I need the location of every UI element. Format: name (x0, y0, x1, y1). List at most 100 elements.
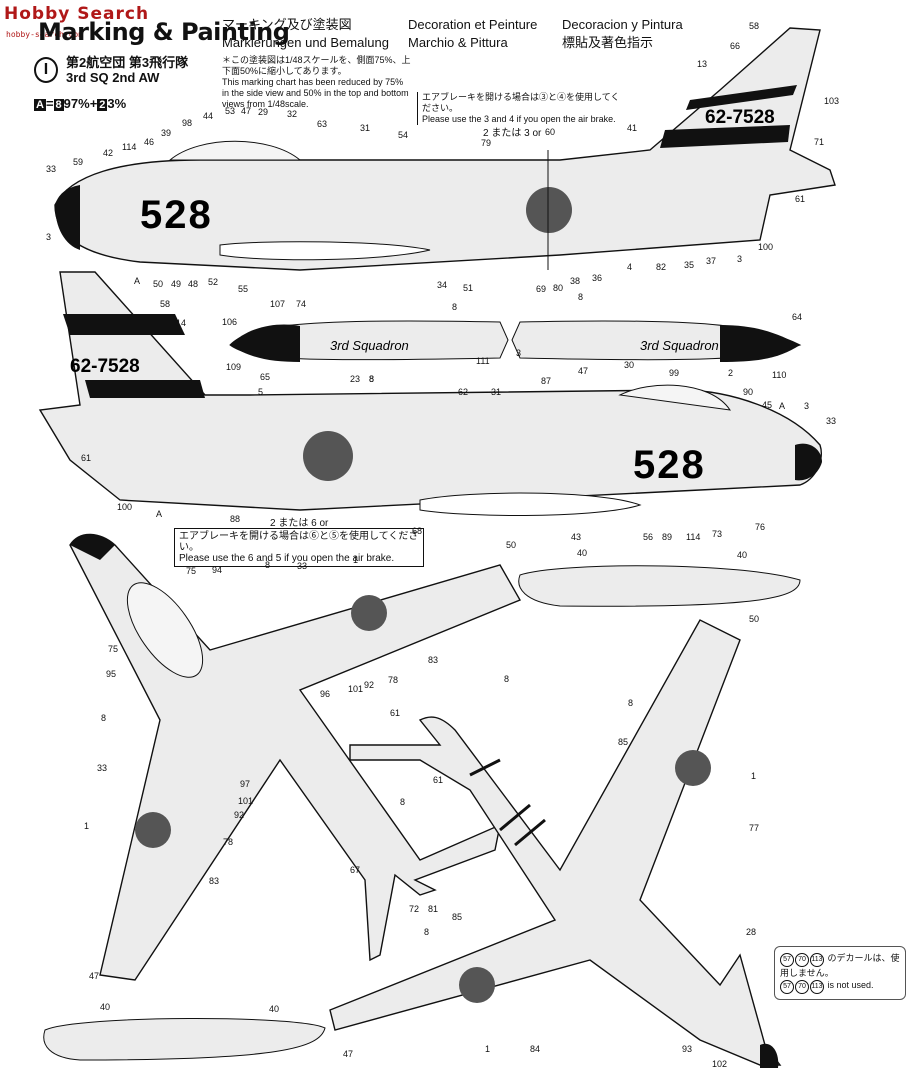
decal-callout-number: 33 (46, 164, 56, 174)
decal-callout-number: A (134, 276, 140, 286)
canopy (168, 140, 302, 161)
decal-callout-number: 45 (762, 400, 772, 410)
airbrake-note-top: エアブレーキを開ける場合は③と④を使用してください。 Please use th… (417, 92, 622, 125)
decal-callout-number: 47 (241, 106, 251, 116)
airbrake-top-choice: 2 または 3 or (483, 128, 542, 139)
decal-callout-number: 31 (491, 387, 501, 397)
decal-callout-number: 111 (476, 356, 490, 366)
decal-callout-number: 1 (751, 771, 756, 781)
page-title: Marking & Painting (38, 18, 290, 46)
decal-callout-number: 40 (577, 548, 587, 558)
header-lang-cn: 標貼及著色指示 (562, 35, 654, 50)
decal-callout-number: 3 (737, 254, 742, 264)
mix-color-a: A (34, 99, 46, 111)
decal-callout-number: 102 (712, 1059, 727, 1069)
airbrake-top-en: Please use the 3 and 4 if you open the a… (422, 114, 616, 124)
canopy-plan (126, 582, 204, 678)
drop-tank-plan-left (43, 1017, 326, 1061)
decal-callout-number: 110 (772, 370, 786, 380)
decal-callout-number: A (779, 401, 785, 411)
decal-callout-number: 61 (795, 194, 805, 204)
decal-callout-number: 50 (506, 540, 516, 550)
decal-callout-number: 2 (728, 368, 733, 378)
decal-callout-number: 47 (578, 366, 588, 376)
decal-callout-number: 29 (258, 107, 268, 117)
unused-code-70: 70 (795, 953, 809, 967)
squadron-script-right: 3rd Squadron (640, 338, 719, 353)
decal-callout-number: 107 (270, 299, 285, 309)
decal-callout-number: 8 (424, 927, 429, 937)
decal-callout-number: 5 (258, 387, 263, 397)
decal-callout-number: 37 (706, 256, 716, 266)
decal-callout-number: 33 (826, 416, 836, 426)
header-lang-it: Marchio & Pittura (408, 35, 508, 50)
header-lang-jp: マーキング及び塗装図 (222, 17, 352, 32)
decal-callout-number: 56 (643, 532, 653, 542)
scale-note: ＊この塗装図は1/48スケールを、側面75%、上下面50%に縮小してあります。 … (222, 55, 412, 110)
decal-callout-number: 33 (297, 561, 307, 571)
decal-callout-number: 8 (452, 302, 457, 312)
decal-callout-number: 52 (208, 277, 218, 287)
decal-callout-number: 4 (627, 262, 632, 272)
unit-block: I 第2航空団 第3飛行隊 3rd SQ 2nd AW (34, 55, 188, 85)
decal-callout-number: 89 (662, 532, 672, 542)
decal-callout-number: 100 (758, 242, 773, 252)
decal-callout-number: 73 (712, 529, 722, 539)
squadron-script-left: 3rd Squadron (330, 338, 409, 353)
scheme-badge: I (34, 57, 58, 83)
decal-callout-number: 74 (296, 299, 306, 309)
decal-callout-number: 1 (84, 821, 89, 831)
decal-callout-number: 61 (390, 708, 400, 718)
decal-callout-number: 35 (684, 260, 694, 270)
hinomaru-wing-top (351, 595, 387, 631)
header-lang-de: Markierungen und Bemalung (222, 35, 389, 50)
decal-callout-number: 49 (171, 279, 181, 289)
nose-intake-black (55, 185, 80, 250)
decal-callout-number: 51 (463, 283, 473, 293)
unused-text-jp: のデカールは、使用しません。 (780, 953, 900, 978)
decal-callout-number: 90 (743, 387, 753, 397)
airbrake-mid-choice: 2 または 6 or (270, 518, 329, 529)
side-view-right: 62-7528 528 (38, 271, 822, 516)
decal-callout-number: 87 (541, 376, 551, 386)
decal-callout-number: 50 (153, 279, 163, 289)
decal-callout-number: 94 (212, 565, 222, 575)
decal-callout-number: 38 (570, 276, 580, 286)
decal-callout-number: 39 (161, 128, 171, 138)
decal-callout-number: 78 (223, 837, 233, 847)
decal-callout-number: 66 (730, 41, 740, 51)
tail2-stripe-2 (85, 380, 205, 398)
decal-callout-number: 114 (686, 532, 700, 542)
mix-color-1: 8 (53, 99, 64, 111)
scale-note-en: This marking chart has been reduced by 7… (222, 77, 409, 109)
tail-stripe-2 (660, 125, 790, 148)
decal-callout-number: 80 (553, 283, 563, 293)
mix-pct-2: 3% (107, 96, 127, 111)
decal-callout-number: 48 (188, 279, 198, 289)
unused-code-57b: 57 (780, 980, 794, 994)
decal-callout-number: 8 (578, 292, 583, 302)
unused-code-113b: 113 (810, 980, 824, 994)
decal-callout-number: 82 (656, 262, 666, 272)
decal-callout-number: 101 (238, 796, 253, 806)
decal-callout-number: 93 (682, 1044, 692, 1054)
decal-callout-number: 99 (669, 368, 679, 378)
decal-callout-number: 8 (369, 374, 374, 384)
decal-callout-number: 8 (265, 560, 270, 570)
decal-callout-number: 85 (618, 737, 628, 747)
decal-callout-number: 64 (792, 312, 802, 322)
tail-stripe-1 (686, 85, 797, 110)
decal-callout-number: 88 (230, 514, 240, 524)
decal-callout-number: 114 (122, 142, 136, 152)
plan-view-bottom (329, 619, 782, 1068)
canopy-side2 (618, 384, 732, 411)
drop-tank-top (219, 241, 431, 261)
decal-callout-number: 92 (364, 680, 374, 690)
side-view-left: 62-7528 528 (54, 27, 836, 271)
decal-callout-number: 34 (437, 280, 447, 290)
airbrake-mid-en: Please use the 6 and 5 if you open the a… (179, 553, 395, 564)
tail-serial-side2: 62-7528 (70, 356, 140, 377)
